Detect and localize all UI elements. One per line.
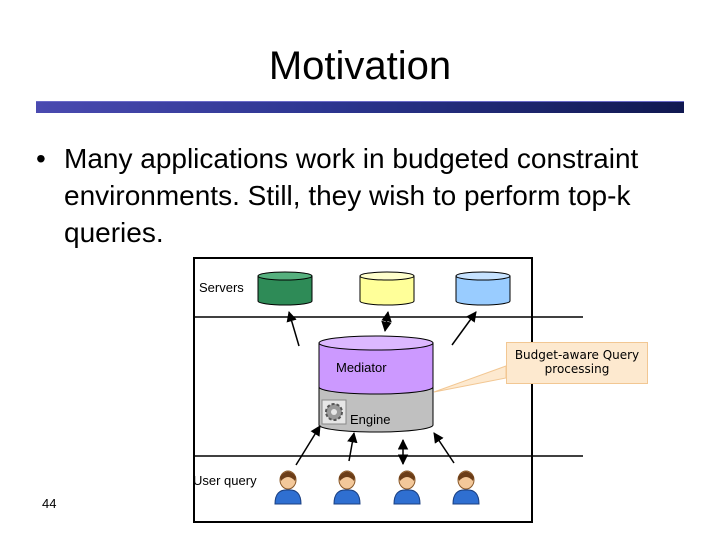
engine-label: Engine (350, 412, 390, 427)
user-query-label: User query (193, 473, 257, 488)
arrow-engine-user4 (433, 432, 455, 464)
arrow-server2-mediator (381, 310, 392, 333)
servers-label: Servers (199, 280, 244, 295)
bullet-marker: • (36, 143, 46, 174)
bullet-text: Many applications work in budgeted const… (64, 143, 639, 248)
arrow-server3-mediator (451, 311, 477, 346)
arrow-server1-mediator (286, 310, 300, 347)
arrow-engine-user2 (347, 431, 358, 462)
server-cylinder-blue (455, 271, 511, 306)
slide-title: Motivation (268, 44, 452, 88)
page-number: 44 (42, 496, 57, 511)
server-cylinder-yellow (359, 271, 415, 306)
title-rule (36, 101, 684, 113)
server-cylinder-green (257, 271, 313, 306)
arrow-engine-user1 (295, 425, 321, 466)
gear-icon (321, 399, 347, 425)
budget-callout: Budget-aware Query processing (506, 342, 648, 384)
mediator-label: Mediator (336, 360, 387, 375)
mediator-engine-cylinder (318, 335, 434, 433)
